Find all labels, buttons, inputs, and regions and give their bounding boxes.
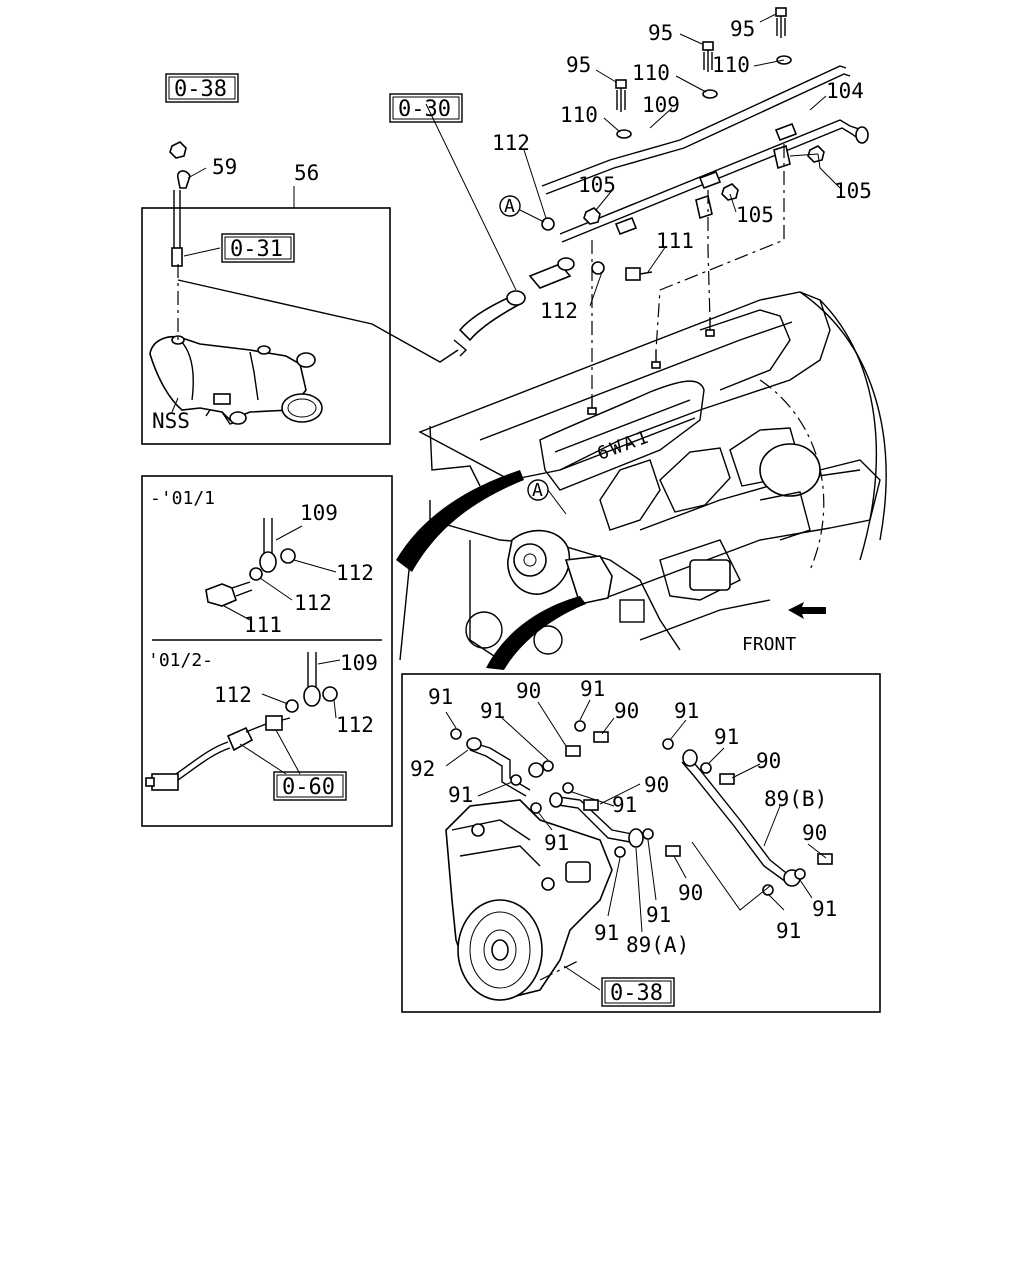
period-late: '01/2- (148, 650, 213, 671)
label-p4-91-h: 91 (544, 831, 569, 855)
label-p4-90-a: 90 (516, 679, 541, 703)
period-early: -'01/1 (150, 488, 215, 509)
leaders-top (425, 13, 841, 307)
label-p4-91-c: 91 (480, 699, 505, 723)
ref-box-0-38-bottom: 0-38 (601, 977, 675, 1007)
panel-intake-manifold (141, 207, 391, 445)
label-105-b: 105 (736, 203, 774, 227)
label-p4-89a: 89(A) (626, 933, 689, 957)
label-nss: NSS (152, 409, 190, 433)
panel-sensor-early (141, 475, 393, 827)
bolt-95-c (775, 7, 787, 38)
label-104: 104 (826, 79, 864, 103)
ref-box-0-38-top: 0-38 (165, 73, 239, 103)
label-105-a: 105 (578, 173, 616, 197)
label-110-c: 110 (560, 103, 598, 127)
sensor-pipe-early (205, 518, 337, 621)
pipe-109 (541, 65, 851, 195)
svg-text:A: A (504, 196, 515, 217)
label-p4-89b: 89(B) (764, 787, 827, 811)
label-95-a: 95 (566, 53, 591, 77)
label-110-b: 110 (632, 61, 670, 85)
label-p2-111: 111 (244, 613, 282, 637)
label-p4-90-e: 90 (802, 821, 827, 845)
label-59: 59 (212, 155, 237, 179)
label-105-c: 105 (834, 179, 872, 203)
label-p4-91-g: 91 (612, 793, 637, 817)
label-110-a: 110 (712, 53, 750, 77)
callout-a-2: A (527, 479, 567, 515)
label-p4-91-f: 91 (448, 783, 473, 807)
bolt-95-a (615, 79, 627, 112)
label-95-b: 95 (648, 21, 673, 45)
svg-text:0-31: 0-31 (230, 237, 283, 262)
label-112-b: 112 (540, 299, 578, 323)
label-p2-112-a: 112 (336, 561, 374, 585)
callout-a-1: A (499, 195, 545, 223)
label-p3-109: 109 (340, 651, 378, 675)
label-p4-91-a: 91 (428, 685, 453, 709)
intake-manifold-group (149, 141, 459, 425)
compressor-group (445, 699, 833, 1001)
svg-text:A: A (532, 480, 543, 501)
label-p4-92: 92 (410, 757, 435, 781)
label-111: 111 (656, 229, 694, 253)
label-p3-112-b: 112 (336, 713, 374, 737)
svg-text:0-38: 0-38 (610, 981, 663, 1006)
svg-text:0-30: 0-30 (398, 97, 451, 122)
label-p4-90-d: 90 (644, 773, 669, 797)
front-label: FRONT (742, 634, 796, 655)
label-p2-109: 109 (300, 501, 338, 525)
label-95-c: 95 (730, 17, 755, 41)
ref-box-0-30: 0-30 (389, 93, 463, 123)
ref-box-0-60: 0-60 (273, 771, 347, 801)
svg-text:0-38: 0-38 (174, 77, 227, 102)
front-arrow: FRONT (742, 602, 826, 655)
sensor-pipe-late (145, 652, 341, 791)
label-112-a: 112 (492, 131, 530, 155)
engine-badge: 6WA1 (595, 426, 654, 465)
label-p4-91-l: 91 (776, 919, 801, 943)
label-p4-90-b: 90 (614, 699, 639, 723)
label-p3-112-a: 112 (214, 683, 252, 707)
label-p4-91-d: 91 (674, 699, 699, 723)
label-109: 109 (642, 93, 680, 117)
panel-compressor (401, 673, 881, 1013)
label-56: 56 (294, 161, 319, 185)
ref-box-0-31: 0-31 (221, 233, 295, 263)
label-p4-91-j: 91 (812, 897, 837, 921)
hose-intake (453, 257, 575, 357)
label-p4-90-c: 90 (756, 749, 781, 773)
label-p4-91-i: 91 (646, 903, 671, 927)
label-p4-91-e: 91 (714, 725, 739, 749)
label-p2-112-b: 112 (294, 591, 332, 615)
label-p4-91-b: 91 (580, 677, 605, 701)
label-p4-90-f: 90 (678, 881, 703, 905)
svg-text:0-60: 0-60 (282, 775, 335, 800)
label-p4-91-k: 91 (594, 921, 619, 945)
bolt-95-b (702, 41, 714, 72)
